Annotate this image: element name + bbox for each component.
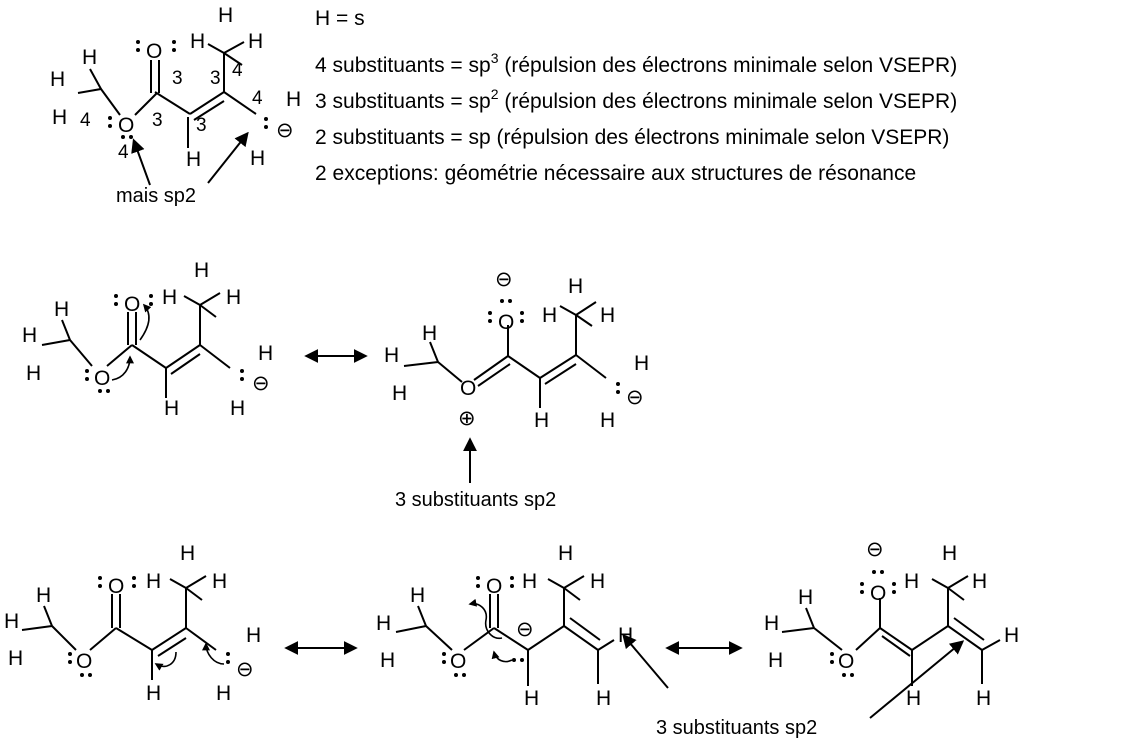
atom-h: H (410, 584, 425, 607)
atom-h: H (248, 30, 263, 53)
negative-charge: ⊖ (276, 119, 294, 142)
atom-h: H (226, 286, 241, 309)
atom-h: H (972, 570, 987, 593)
atom-h: H (600, 409, 615, 432)
molecule-annotated: H H H 4 O 4 3 O 3 3 H 3 H H H 4 4 H H ⊖ … (50, 4, 301, 207)
atom-h: H (558, 542, 573, 565)
atom-h: H (26, 362, 41, 385)
atom-h: H (194, 259, 209, 282)
atom-o: O (146, 40, 162, 63)
legend-line-5: 2 exceptions: géométrie nécessaire aux s… (315, 162, 916, 185)
molecule-row2-left: H H H O O H H H H H H ⊖ (22, 259, 273, 420)
atom-h: H (52, 106, 67, 129)
legend-line-1: H = s (315, 7, 365, 30)
atom-h: H (384, 344, 399, 367)
atom-h: H (522, 570, 537, 593)
legend-line-2: 4 substituants = sp3 (répulsion des élec… (315, 50, 957, 77)
atom-h: H (180, 542, 195, 565)
atom-h: H (146, 682, 161, 705)
atom-h: H (4, 610, 19, 633)
legend: H = s 4 substituants = sp3 (répulsion de… (315, 7, 957, 185)
hyb-number: 4 (252, 88, 263, 109)
atom-h: H (376, 612, 391, 635)
atom-h: H (50, 68, 65, 91)
atom-h: H (590, 570, 605, 593)
atom-o: O (838, 650, 854, 673)
atom-h: H (258, 342, 273, 365)
atom-h: H (1004, 624, 1019, 647)
hyb-number: 4 (118, 142, 129, 163)
atom-h: H (798, 586, 813, 609)
atom-o: O (118, 114, 134, 137)
label-three-substituants-2: 3 substituants sp2 (656, 717, 817, 739)
atom-h: H (82, 46, 97, 69)
atom-h: H (392, 382, 407, 405)
atom-h: H (54, 298, 69, 321)
hyb-number: 3 (172, 68, 183, 89)
atom-h: H (286, 88, 301, 111)
molecule-row3-middle: H H H O O H H H ⊖ H H H (376, 542, 669, 710)
atom-h: H (216, 682, 231, 705)
atom-h: H (162, 286, 177, 309)
positive-charge: ⊕ (458, 407, 476, 430)
molecule-row3-left: H H H O O H H H H H H ⊖ (4, 542, 261, 705)
atom-h: H (230, 397, 245, 420)
atom-o: O (498, 311, 514, 334)
atom-o: O (94, 367, 110, 390)
atom-h: H (768, 649, 783, 672)
atom-h: H (524, 687, 539, 710)
negative-charge: ⊖ (252, 372, 270, 395)
atom-h: H (190, 30, 205, 53)
atom-o: O (124, 293, 140, 316)
atom-o: O (486, 575, 502, 598)
atom-h: H (634, 352, 649, 375)
atom-o: O (870, 582, 886, 605)
atom-h: H (764, 612, 779, 635)
atom-h: H (542, 304, 557, 327)
atom-h: H (942, 542, 957, 565)
negative-charge: ⊖ (516, 618, 534, 641)
atom-h: H (36, 584, 51, 607)
atom-o: O (76, 650, 92, 673)
atom-h: H (568, 275, 583, 298)
atom-h: H (246, 624, 261, 647)
molecule-row2-right: H H H O ⊕ O ⊖ H H H H H H ⊖ 3 substituan… (384, 268, 649, 511)
legend-line-3: 3 substituants = sp2 (répulsion des élec… (315, 86, 957, 113)
atom-h: H (534, 409, 549, 432)
atom-h: H (976, 687, 991, 710)
negative-charge: ⊖ (866, 538, 884, 561)
atom-h: H (422, 322, 437, 345)
atom-h: H (146, 570, 161, 593)
atom-h: H (596, 687, 611, 710)
atom-h: H (8, 647, 23, 670)
negative-charge: ⊖ (626, 386, 644, 409)
atom-h: H (906, 687, 921, 710)
atom-h: H (164, 397, 179, 420)
atom-o: O (450, 650, 466, 673)
negative-charge: ⊖ (495, 268, 513, 291)
label-three-substituants-1: 3 substituants sp2 (395, 489, 556, 511)
atom-h: H (212, 570, 227, 593)
hyb-number: 4 (232, 60, 243, 81)
hyb-number: 3 (210, 68, 221, 89)
hyb-number: 4 (80, 110, 91, 131)
atom-h: H (218, 4, 233, 27)
label-mais-sp2: mais sp2 (116, 185, 196, 207)
atom-h: H (380, 649, 395, 672)
atom-h: H (250, 147, 265, 170)
atom-h: H (22, 324, 37, 347)
atom-h: H (186, 148, 201, 171)
legend-line-4: 2 substituants = sp (répulsion des élect… (315, 126, 949, 149)
hyb-number: 3 (152, 110, 163, 131)
negative-charge: ⊖ (236, 658, 254, 681)
hyb-number: 3 (196, 115, 207, 136)
atom-o: O (108, 575, 124, 598)
molecule-row3-right: H H H O O ⊖ H H H H H H (764, 538, 1019, 719)
atom-h: H (904, 570, 919, 593)
atom-o: O (460, 377, 476, 400)
atom-h: H (600, 304, 615, 327)
